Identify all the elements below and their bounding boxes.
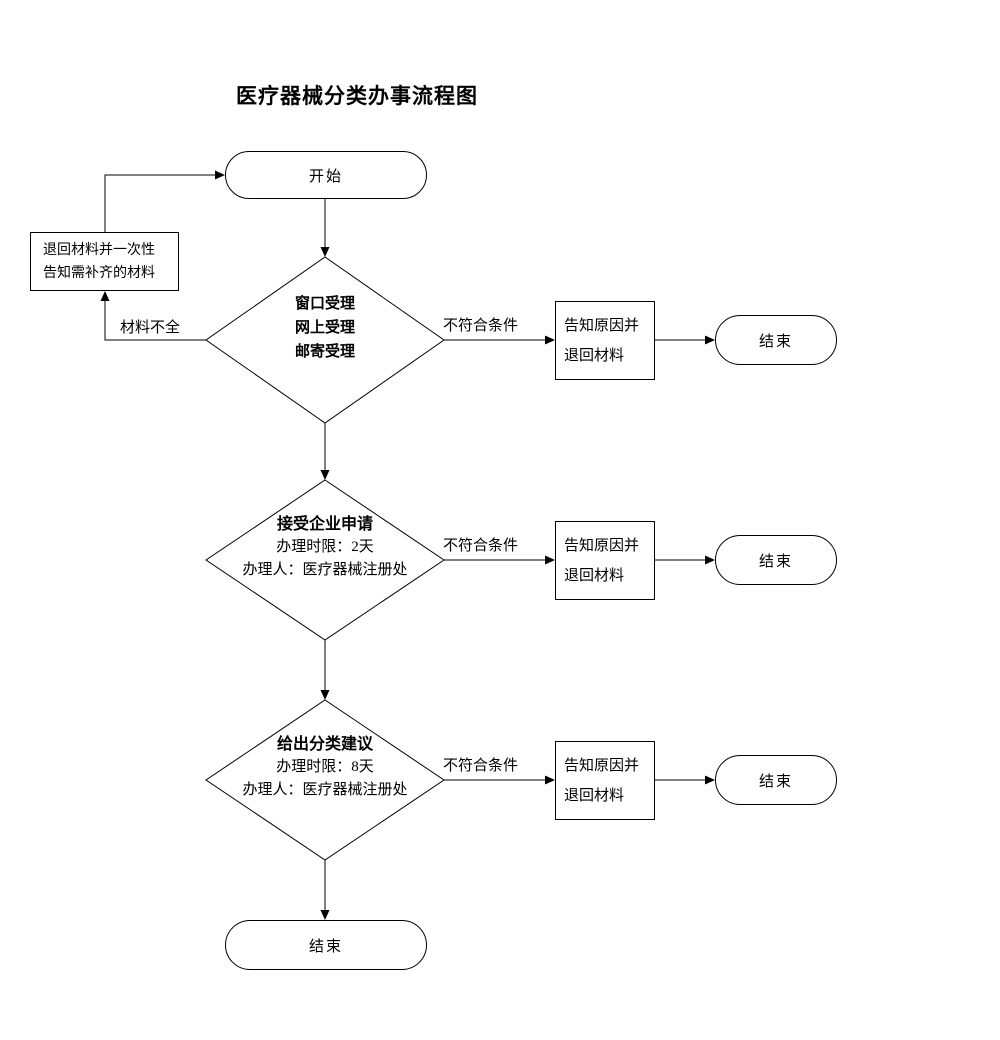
end-node-2: 结束 [715,535,837,585]
reject-label-1: 不符合条件 [443,318,519,334]
reject-label-2: 不符合条件 [443,538,519,554]
return-materials-line1: 退回材料并一次性 [43,242,155,258]
arrowhead-accept-to-notify-2 [545,555,555,565]
arrowhead-accept-to-advice [320,690,330,700]
notify-box-3: 告知原因并 退回材料 [555,741,655,820]
arrowhead-return-box-to-start [215,170,225,180]
notify-box-2: 告知原因并 退回材料 [555,521,655,600]
material-incomplete-label: 材料不全 [119,320,180,336]
end-label-2: 结束 [758,553,793,570]
edge-intake-to-return-box [104,300,206,341]
notify-box-2-line1: 告知原因并 [564,537,640,554]
end-node-3: 结束 [715,755,837,805]
return-materials-line2: 告知需补齐的材料 [43,265,155,281]
notify-box-3-line2: 退回材料 [564,787,625,804]
end-label-3: 结束 [758,773,793,790]
diamond-accept-application-shape [205,479,445,641]
arrowhead-notify-1-to-end-1 [705,335,715,345]
arrowhead-notify-2-to-end-2 [705,555,715,565]
start-label: 开始 [308,168,343,185]
reject-label-3: 不符合条件 [443,758,519,774]
diamond-intake-shape [205,256,445,424]
final-end-label: 结束 [308,938,343,955]
arrowhead-intake-to-accept [320,470,330,480]
arrowhead-advice-to-final-end [320,910,330,920]
final-end-node: 结束 [225,920,427,970]
arrowhead-notify-3-to-end-3 [705,775,715,785]
arrowhead-intake-to-notify-1 [545,335,555,345]
diamond-classification-advice-shape [205,699,445,861]
page-title: 医疗器械分类办事流程图 [236,84,478,108]
notify-box-2-line2: 退回材料 [564,567,625,584]
end-label-1: 结束 [758,333,793,350]
return-materials-box: 退回材料并一次性 告知需补齐的材料 [30,232,179,291]
notify-box-1-line2: 退回材料 [564,347,625,364]
arrowhead-start-to-intake [320,247,330,257]
end-node-1: 结束 [715,315,837,365]
notify-box-1-line1: 告知原因并 [564,317,640,334]
arrowhead-intake-to-return-box [100,291,110,301]
arrowhead-advice-to-notify-3 [545,775,555,785]
start-node: 开始 [225,151,427,199]
notify-box-1: 告知原因并 退回材料 [555,301,655,380]
edge-return-box-to-start [104,174,217,232]
notify-box-3-line1: 告知原因并 [564,757,640,774]
